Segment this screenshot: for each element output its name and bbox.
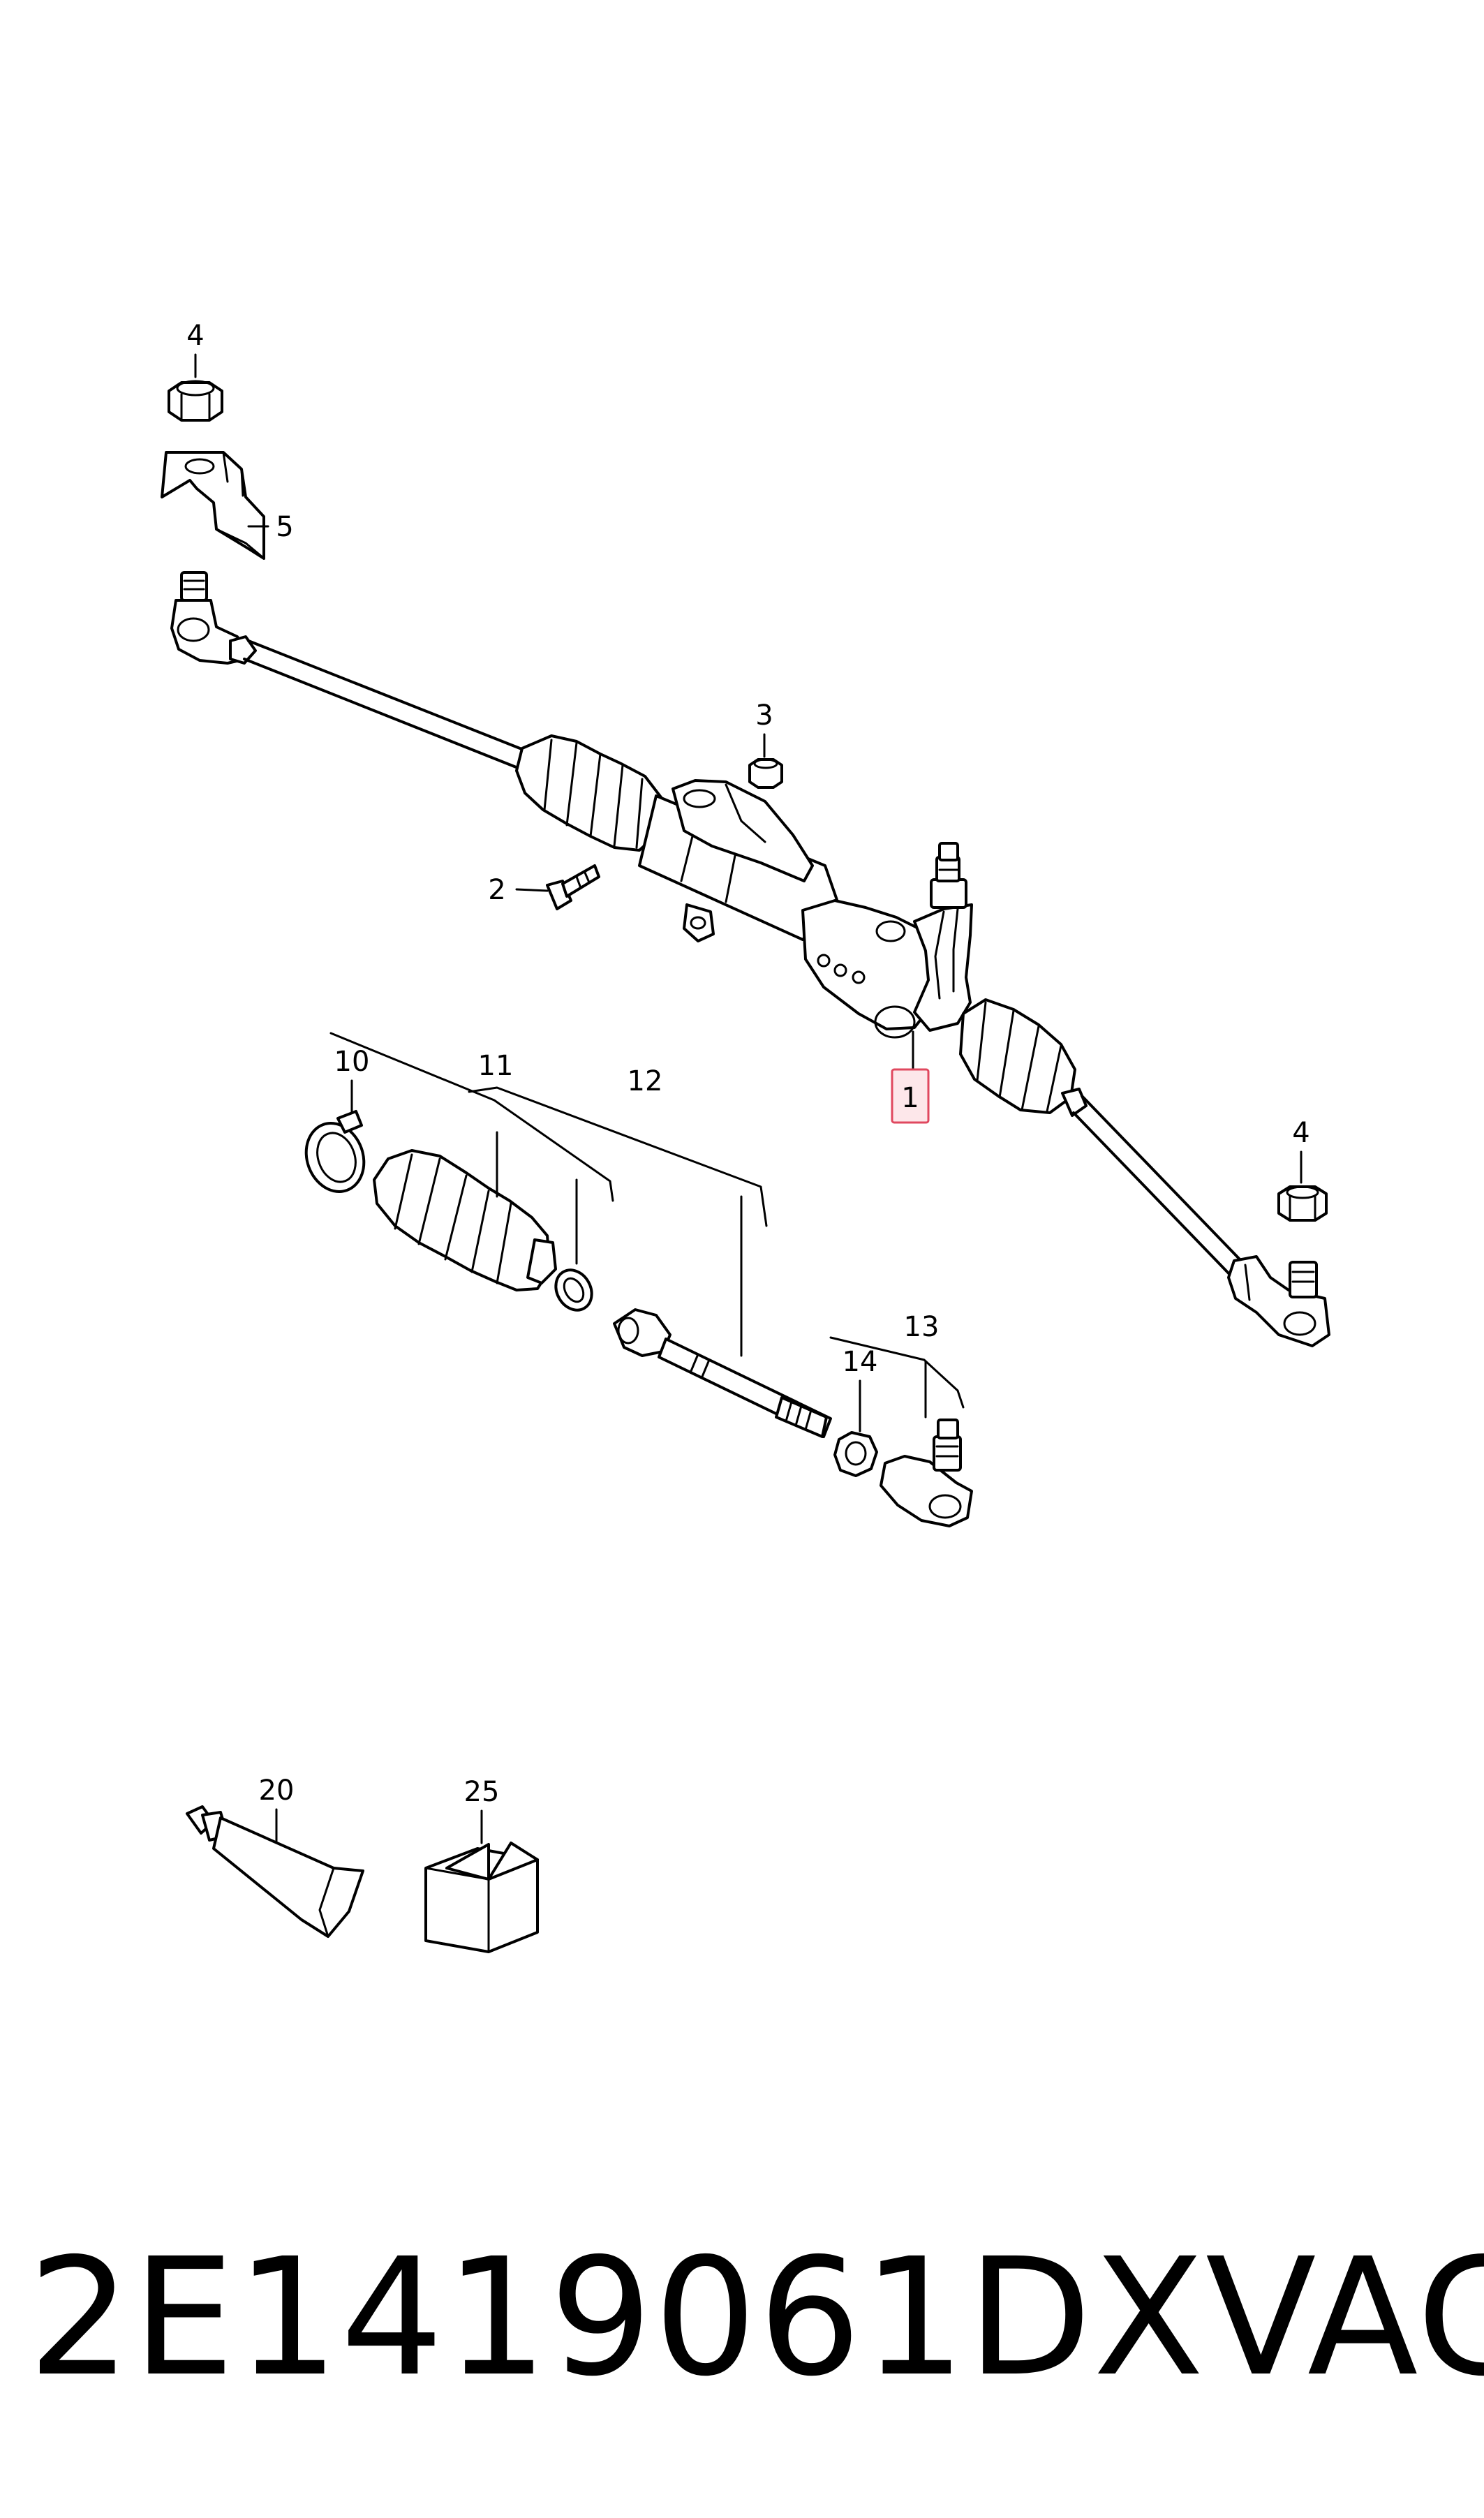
leader-lines [194,353,1303,1844]
tie-rod-end-part-13 [880,1419,973,1527]
brand-label: VAG [1205,2223,1484,2412]
part-number: 2E1419061DX [28,2223,1206,2412]
bolt-part-2 [546,864,600,910]
nut-part-4-right [1277,1185,1328,1222]
callout-11[interactable]: 11 [478,1050,514,1082]
callout-4-upper[interactable]: 4 [186,320,204,352]
callout-12[interactable]: 12 [628,1065,663,1097]
small-clamp-part-11 [554,1268,593,1312]
callout-4-right[interactable]: 4 [1292,1117,1309,1149]
nut-part-14 [833,1431,878,1477]
bracket-part-5 [161,451,265,560]
box-part-25 [424,1842,539,1953]
tie-rod-end-right [1227,1255,1330,1347]
callout-13[interactable]: 13 [904,1311,940,1343]
part-footer: 2E1419061DX VAG [28,2223,1484,2412]
callout-10[interactable]: 10 [334,1046,370,1078]
callout-25[interactable]: 25 [464,1776,500,1808]
tie-rod-right [1061,1088,1244,1277]
callout-2[interactable]: 2 [488,874,505,906]
highlight-box-part-1 [891,1068,930,1124]
tie-rod-left [229,635,532,772]
callout-20[interactable]: 20 [259,1775,295,1807]
grease-tube-part-20 [186,1805,364,1938]
inner-tie-rod-part-12 [613,1308,832,1438]
clamp-part-10 [304,1110,366,1193]
nut-part-4-upper [168,380,223,422]
callout-14[interactable]: 14 [843,1346,878,1378]
callout-5[interactable]: 5 [276,511,293,543]
callout-3[interactable]: 3 [755,699,773,732]
callout-1[interactable]: 1 [901,1082,919,1114]
nut-part-3 [748,758,783,789]
steering-rack-part-1 [515,734,1076,1114]
boot-part-11 [373,1149,557,1291]
